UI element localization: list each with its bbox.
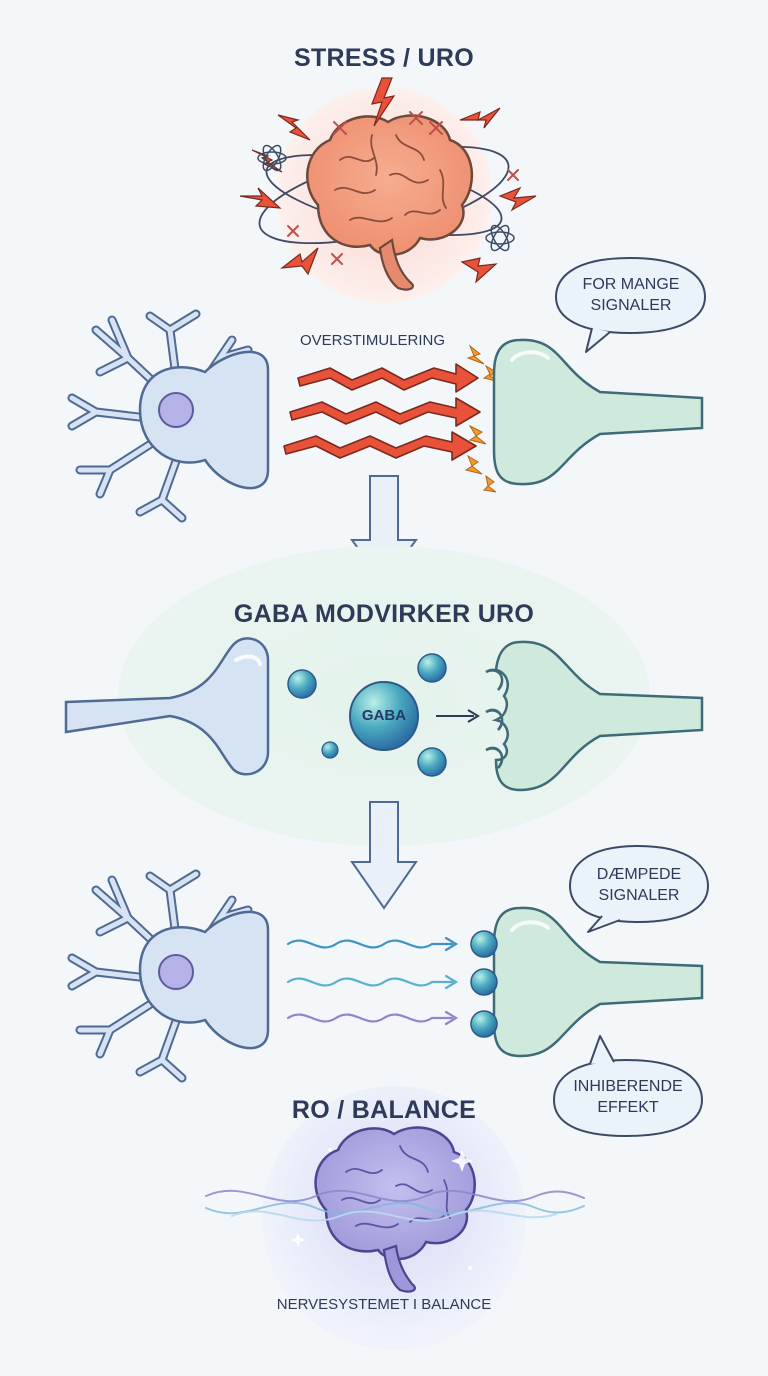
footer-label: NERVESYSTEMET I BALANCE bbox=[276, 1296, 492, 1313]
dendrite-terminal bbox=[470, 906, 704, 1058]
gaba-molecules bbox=[287, 653, 447, 777]
bubble-for-mange-text: FOR MANGE SIGNALER bbox=[582, 276, 680, 314]
atom-icon bbox=[257, 144, 515, 252]
speech-bubble-icon bbox=[554, 256, 707, 353]
overstim-label: OVERSTIMULERING bbox=[300, 332, 446, 349]
brain-icon bbox=[314, 1126, 476, 1293]
bubble-inhiberende-text: INHIBERENDE EFFEKT bbox=[573, 1078, 683, 1116]
bound-gaba bbox=[470, 930, 498, 1038]
wave-icon bbox=[286, 936, 459, 1026]
neuron-icon bbox=[67, 869, 270, 1083]
receptor-terminal bbox=[485, 640, 704, 792]
wave-icon bbox=[205, 1189, 585, 1222]
neuron-icon bbox=[67, 309, 270, 523]
speech-bubble-icon bbox=[568, 844, 710, 933]
x-marks bbox=[287, 111, 519, 265]
axon-terminal bbox=[64, 637, 270, 776]
gaba-title: GABA MODVIRKER URO bbox=[233, 600, 535, 628]
arrow-down-icon bbox=[350, 801, 418, 910]
calm-brain-group bbox=[205, 1086, 585, 1350]
sparkle-icon bbox=[290, 1148, 473, 1270]
arrow-right-icon bbox=[436, 709, 480, 723]
lightning-icon bbox=[239, 77, 537, 284]
dendrite-terminal bbox=[492, 338, 704, 486]
stress-brain-group bbox=[239, 77, 537, 303]
brain-icon bbox=[306, 114, 474, 291]
speech-bubble-icon bbox=[552, 1035, 704, 1138]
receptor-site bbox=[485, 668, 504, 769]
spark-icon bbox=[464, 344, 501, 493]
bubble-daempede-text: DÆMPEDE SIGNALER bbox=[596, 866, 682, 904]
zap-arrow bbox=[283, 363, 481, 461]
stress-title: STRESS / URO bbox=[293, 44, 475, 72]
gaba-molecule-label: GABA bbox=[361, 707, 407, 724]
balance-title: RO / BALANCE bbox=[291, 1096, 477, 1124]
